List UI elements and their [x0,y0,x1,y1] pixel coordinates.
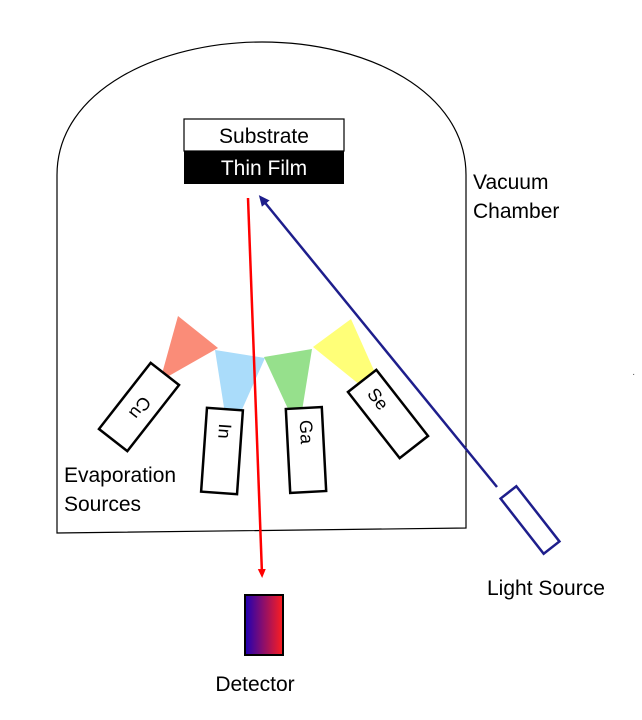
substrate-label: Substrate [219,125,309,148]
substrate-block [183,118,345,152]
light-source-label: Light Source [487,577,605,600]
se-plume [313,319,376,385]
stray-mark: · [632,369,635,380]
in-crucible: In [199,406,245,496]
detector-label: Detector [215,673,294,696]
ga-plume [264,349,312,411]
ga-crucible: Ga [284,405,328,495]
in-source-label: In [214,423,235,439]
cu-plume [160,316,218,381]
detector-device [244,594,284,656]
light-source-device [498,484,562,556]
in-plume [215,350,265,414]
thin-film-label: Thin Film [221,157,307,180]
cu-crucible: Cu [97,361,181,453]
evaporation-sources-label-line1: Evaporation [64,464,176,487]
vacuum-chamber-label-line2: Chamber [473,200,559,223]
evaporation-sources-label-line2: Sources [64,493,141,516]
ga-source-label: Ga [296,419,317,445]
incident-light-beam [258,195,498,488]
vacuum-chamber-outline [56,41,467,534]
se-crucible: Se [346,368,430,460]
vacuum-chamber-label-line1: Vacuum [473,171,548,194]
reflected-light-beam [246,197,266,578]
thin-film-block [184,151,344,184]
